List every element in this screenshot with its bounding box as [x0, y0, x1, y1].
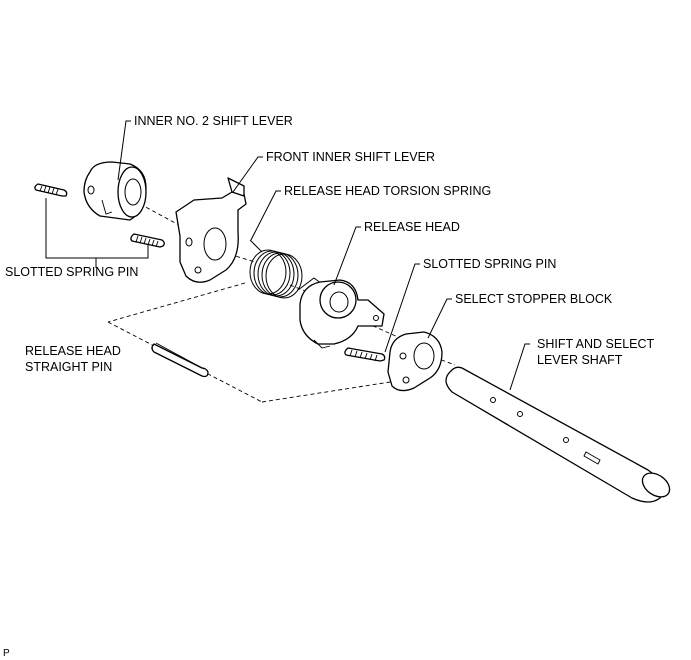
label-select-stopper-block: SELECT STOPPER BLOCK: [455, 292, 613, 306]
release-head-straight-pin: [151, 342, 209, 378]
select-stopper-block: [387, 331, 443, 392]
release-head: [299, 279, 385, 349]
label-release-head: RELEASE HEAD: [364, 220, 460, 234]
shift-select-lever-shaft: [445, 366, 671, 503]
label-inner-no2-shift-lever: INNER NO. 2 SHIFT LEVER: [134, 114, 293, 128]
inner-no2-shift-lever: [83, 161, 147, 221]
label-shift-select-line2: LEVER SHAFT: [537, 353, 623, 367]
release-head-torsion-spring: [249, 239, 323, 299]
leader-lines: [45, 120, 530, 391]
front-inner-shift-lever: [175, 177, 247, 283]
figure-code: P: [3, 648, 10, 659]
slotted-spring-pin-left-lower: [130, 233, 165, 248]
slotted-spring-pin-left-upper: [34, 183, 68, 197]
label-straight-pin-line1: RELEASE HEAD: [25, 344, 121, 358]
label-release-head-torsion-spring: RELEASE HEAD TORSION SPRING: [284, 184, 491, 198]
label-straight-pin-line2: STRAIGHT PIN: [25, 360, 112, 374]
slotted-spring-pin-right: [344, 347, 386, 362]
label-slotted-spring-pin-right: SLOTTED SPRING PIN: [423, 257, 556, 271]
label-front-inner-shift-lever: FRONT INNER SHIFT LEVER: [266, 150, 435, 164]
label-slotted-spring-pin-left: SLOTTED SPRING PIN: [5, 265, 138, 279]
label-shift-select-line1: SHIFT AND SELECT: [537, 337, 655, 351]
